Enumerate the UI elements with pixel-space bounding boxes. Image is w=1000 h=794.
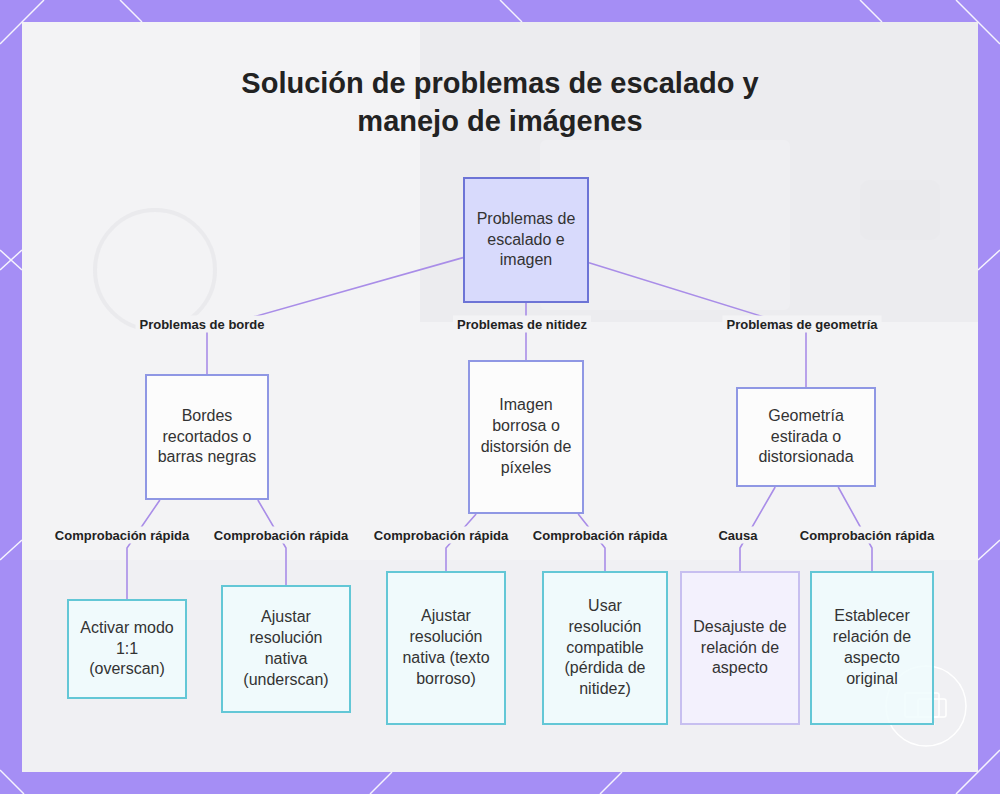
node-text: Desajuste de relación de aspecto: [692, 617, 788, 679]
edge-label: Comprobación rápida: [796, 527, 938, 544]
node-text: Establecer relación de aspecto original: [822, 606, 922, 689]
process-box: Imagen borrosa o distorsión de píxeles: [468, 360, 584, 514]
edge-label: Problemas de geometría: [723, 316, 882, 333]
edge-label: Comprobación rápida: [51, 527, 193, 544]
node-text: Usar resolución compatible (pérdida de n…: [554, 596, 656, 700]
blurred-photo: [22, 22, 978, 772]
process-box: Geometría estirada o distorsionada: [736, 387, 876, 487]
panel: [22, 22, 978, 772]
edge-label: Problemas de borde: [136, 316, 269, 333]
edge-label: Causa: [714, 527, 761, 544]
node-text: Ajustar resolución nativa (underscan): [233, 607, 339, 690]
root-box: Problemas de escalado e imagen: [463, 177, 589, 303]
node-text: Activar modo 1:1 (overscan): [79, 618, 175, 680]
process-box: Establecer relación de aspecto original: [810, 571, 934, 725]
diagram-title: Solución de problemas de escalado y mane…: [200, 64, 800, 140]
process-box: Bordes recortados o barras negras: [145, 374, 269, 500]
edge-label: Problemas de nitidez: [453, 316, 591, 333]
edge-label: Comprobación rápida: [210, 527, 352, 544]
edge-label: Comprobación rápida: [370, 527, 512, 544]
node-text: Imagen borrosa o distorsión de píxeles: [480, 395, 572, 478]
process-box: Usar resolución compatible (pérdida de n…: [542, 571, 668, 725]
process-box: Ajustar resolución nativa (texto borroso…: [386, 571, 506, 725]
node-text: Bordes recortados o barras negras: [157, 406, 257, 468]
node-text: Ajustar resolución nativa (texto borroso…: [398, 606, 494, 689]
edge-label: Comprobación rápida: [529, 527, 671, 544]
connector: [127, 500, 160, 599]
process-box: Desajuste de relación de aspecto: [680, 571, 800, 725]
node-text: Geometría estirada o distorsionada: [748, 406, 864, 468]
process-box: Activar modo 1:1 (overscan): [67, 599, 187, 699]
node-text: Problemas de escalado e imagen: [475, 209, 577, 271]
process-box: Ajustar resolución nativa (underscan): [221, 585, 351, 713]
